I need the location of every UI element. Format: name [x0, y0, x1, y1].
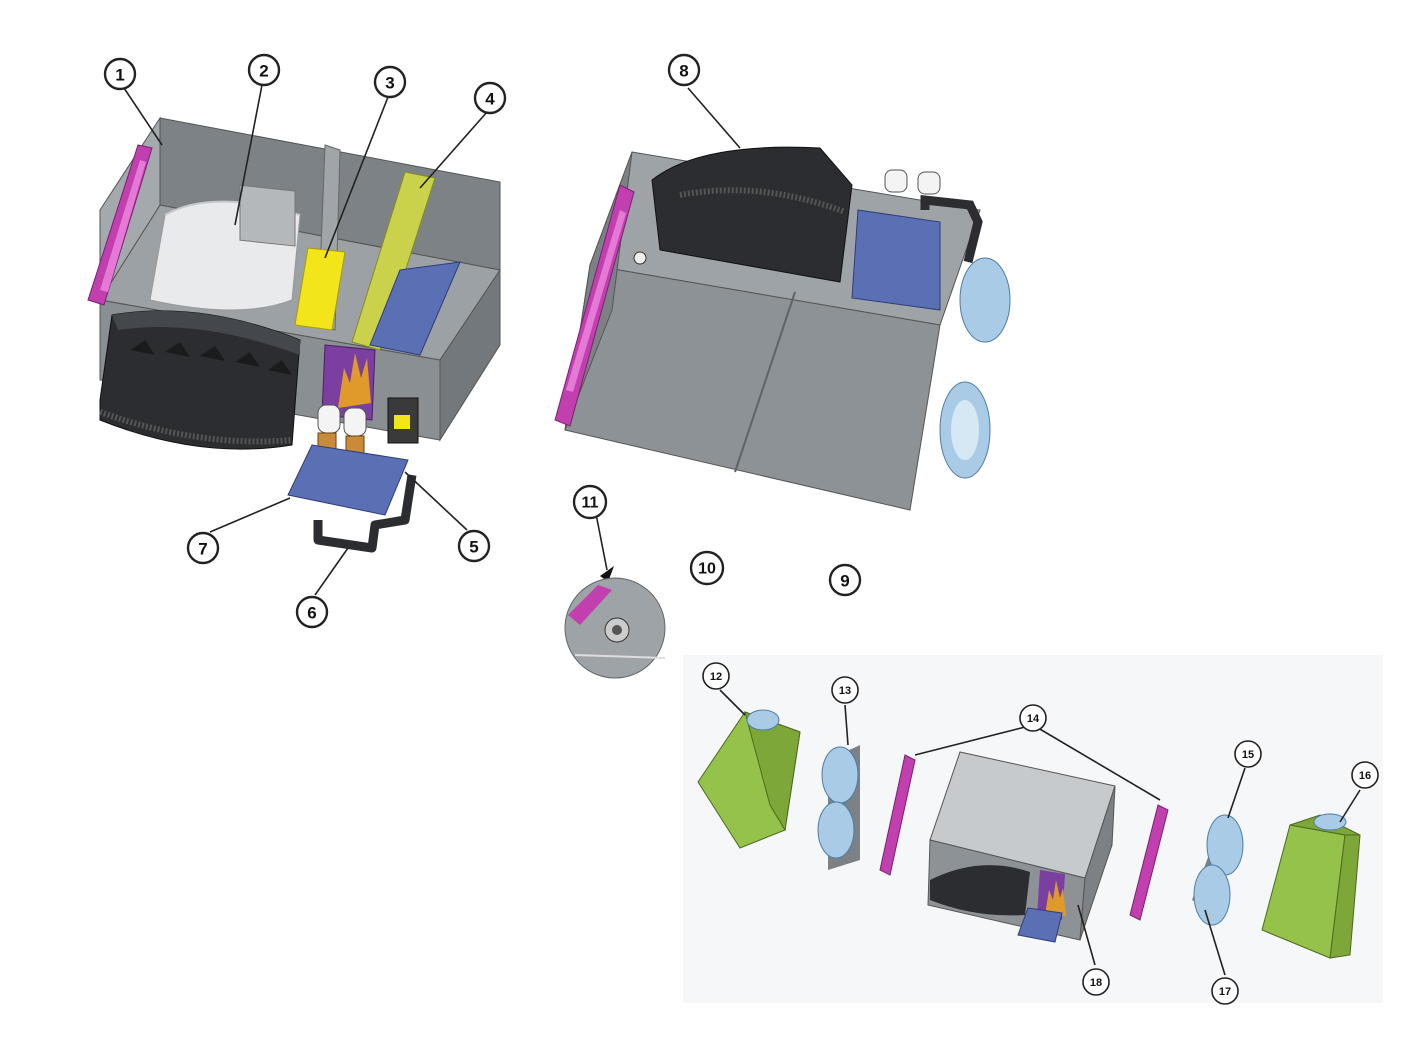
callout-5: 5 — [457, 529, 491, 563]
callout-10: 10 — [689, 550, 725, 586]
callout-13: 13 — [831, 676, 859, 704]
callout-6: 6 — [295, 595, 329, 629]
callout-8: 8 — [667, 53, 701, 87]
callout-9: 9 — [828, 563, 862, 597]
drain-hose — [313, 474, 417, 553]
callout-11: 11 — [572, 484, 608, 520]
detail-zoom — [564, 577, 666, 679]
svg-text:13: 13 — [839, 685, 851, 697]
condensate-tray — [287, 444, 409, 516]
callout-1: 1 — [103, 57, 137, 91]
magenta-collar-left-inner — [100, 160, 146, 292]
gasket-frame-right — [1129, 804, 1169, 921]
coil-panel — [351, 171, 436, 351]
svg-text:6: 6 — [307, 604, 316, 623]
svg-text:2: 2 — [259, 62, 268, 81]
intake-hood — [98, 310, 301, 450]
yellow-filter — [294, 247, 346, 331]
svg-text:12: 12 — [710, 671, 722, 683]
open-unit-assembly — [87, 116, 501, 553]
svg-text:14: 14 — [1027, 713, 1040, 725]
callout-16: 16 — [1351, 761, 1379, 789]
leader-lines — [123, 84, 1361, 976]
callout-15: 15 — [1234, 740, 1262, 768]
svg-text:5: 5 — [469, 538, 478, 557]
closed-unit-assembly — [554, 146, 1011, 679]
central-unit — [927, 751, 1116, 943]
svg-text:17: 17 — [1219, 986, 1231, 998]
svg-text:15: 15 — [1242, 749, 1254, 761]
duct-adapter-15 — [1192, 814, 1244, 926]
return-plenum-box — [697, 709, 801, 849]
svg-text:3: 3 — [385, 74, 394, 93]
callout-17: 17 — [1211, 977, 1239, 1005]
callout-4: 4 — [473, 81, 507, 115]
drain-pan — [369, 261, 461, 356]
svg-text:8: 8 — [679, 62, 688, 81]
duct-collars-mid — [939, 257, 1011, 479]
callout-14: 14 — [1019, 704, 1047, 732]
burner-panel — [321, 344, 376, 421]
callout-7: 7 — [186, 531, 220, 565]
duct-adapter-13 — [817, 745, 860, 870]
svg-text:4: 4 — [485, 90, 495, 109]
coil-block-mid — [851, 209, 941, 311]
svg-text:9: 9 — [840, 572, 849, 591]
top-hood — [651, 146, 853, 283]
fastener-screw — [633, 251, 647, 265]
svg-text:10: 10 — [698, 561, 716, 578]
callout-3: 3 — [373, 65, 407, 99]
svg-text:1: 1 — [115, 66, 124, 85]
casing-right-wall — [439, 268, 501, 442]
supply-plenum-box — [1261, 813, 1361, 959]
callout-18: 18 — [1082, 968, 1110, 996]
svg-text:11: 11 — [582, 495, 599, 512]
svg-text:16: 16 — [1359, 770, 1371, 782]
gasket-frame-left — [879, 754, 916, 876]
svg-text:18: 18 — [1090, 977, 1102, 989]
callout-12: 12 — [702, 662, 730, 690]
svg-text:7: 7 — [198, 540, 207, 559]
blower-drum — [149, 184, 301, 311]
callout-2: 2 — [247, 53, 281, 87]
